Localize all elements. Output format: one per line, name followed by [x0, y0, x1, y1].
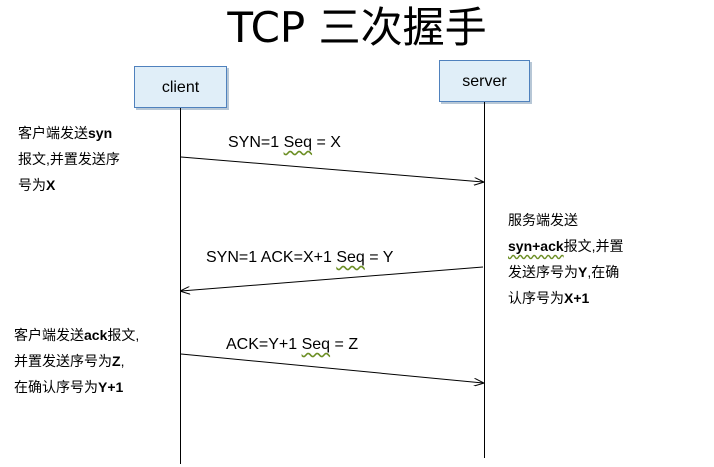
server-lifeline: [484, 102, 485, 458]
client-participant: client: [134, 66, 227, 108]
server-participant: server: [439, 60, 530, 102]
syn-message-label: SYN=1 Seq = X: [228, 134, 341, 151]
ack-arrow: [180, 353, 483, 383]
syn-ack-message-label: SYN=1 ACK=X+1 Seq = Y: [206, 249, 394, 266]
ack-message-label: ACK=Y+1 Seq = Z: [226, 336, 359, 353]
client-lifeline: [180, 108, 181, 464]
client-ack-note: 客户端发送ack报文, 并置发送序号为Z, 在确认序号为Y+1: [14, 327, 140, 395]
syn-ack-arrow: [181, 266, 484, 291]
syn-arrow: [180, 156, 483, 182]
diagram-title: TCP 三次握手: [227, 3, 487, 52]
server-syn-ack-note: 服务端发送 syn+ack报文,并置 发送序号为Y,在确 认序号为X+1: [508, 212, 624, 306]
client-syn-note: 客户端发送syn 报文,并置发送序 号为X: [18, 125, 120, 193]
